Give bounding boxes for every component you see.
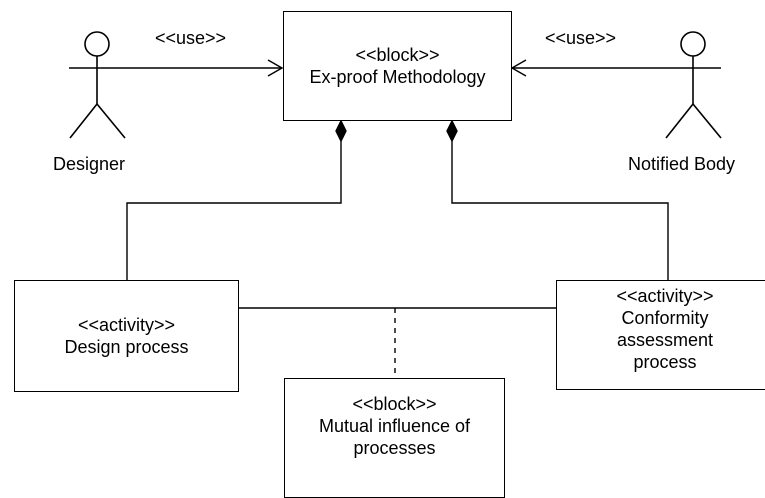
use-arrow-left (125, 59, 284, 77)
use-label-left: <<use>> (155, 28, 227, 48)
notified-body-actor-icon (665, 31, 722, 139)
composition-link-conformity (446, 119, 669, 280)
design-stereotype: <<activity>> (77, 315, 176, 335)
methodology-stereotype: <<block>> (355, 45, 440, 65)
conformity-assessment-block[interactable]: <<activity>> Conformity assessment proce… (556, 280, 765, 390)
mutual-name-line-2: processes (353, 438, 436, 458)
design-process-block[interactable]: <<activity>> Design process (14, 280, 239, 392)
composition-link-design (126, 119, 347, 280)
designer-label: Designer (53, 154, 126, 174)
conformity-stereotype: <<activity>> (616, 286, 714, 306)
notified-body-label: Notified Body (628, 154, 736, 174)
conformity-name-line-1: Conformity (621, 308, 709, 328)
design-name: Design process (64, 337, 189, 357)
use-arrow-right (510, 59, 665, 77)
methodology-name: Ex-proof Methodology (309, 67, 486, 87)
methodology-block[interactable]: <<block>> Ex-proof Methodology (283, 11, 512, 121)
conformity-name-line-3: process (633, 352, 697, 372)
designer-actor-icon (69, 31, 126, 139)
diagram-canvas (69, 31, 722, 378)
mutual-name-line-1: Mutual influence of (318, 416, 471, 436)
mutual-stereotype: <<block>> (352, 394, 437, 414)
mutual-influence-block[interactable]: <<block>> Mutual influence of processes (284, 378, 505, 498)
conformity-name-line-2: assessment (616, 330, 714, 350)
use-label-right: <<use>> (545, 28, 617, 48)
